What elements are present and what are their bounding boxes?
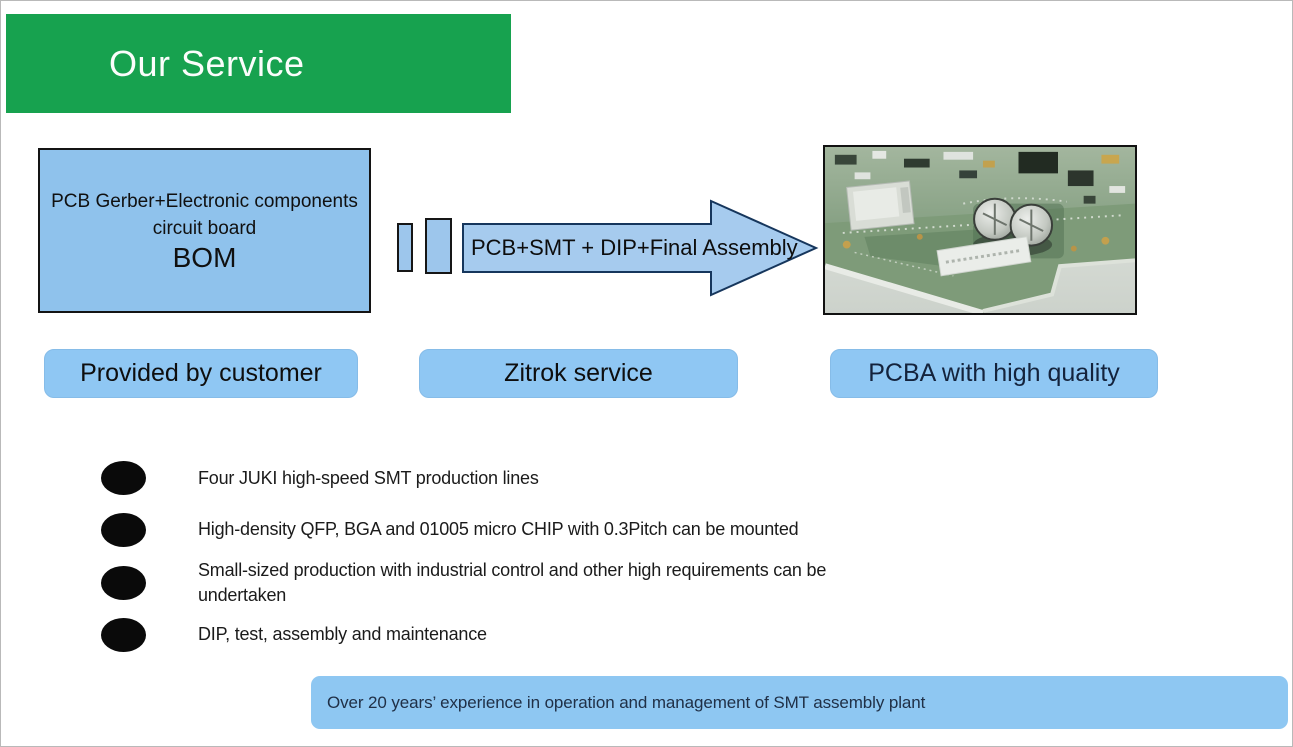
bullet-icon	[101, 512, 146, 547]
footer-banner: Over 20 years’ experience in operation a…	[311, 676, 1288, 729]
bullet-item: Four JUKI high-speed SMT production line…	[101, 461, 539, 495]
arrow-label: PCB+SMT + DIP+Final Assembly	[471, 234, 798, 260]
bullet-item: DIP, test, assembly and maintenance	[101, 617, 487, 652]
customer-input-box: PCB Gerber+Electronic components circuit…	[38, 148, 371, 313]
input-box-line2: circuit board	[152, 217, 257, 239]
bullet-item: Small-sized production with industrial c…	[101, 557, 913, 609]
process-arrow-icon	[462, 199, 819, 297]
footer-text: Over 20 years’ experience in operation a…	[327, 692, 926, 712]
bullet-text: DIP, test, assembly and maintenance	[198, 624, 487, 644]
label-zitrok-service: Zitrok service	[419, 349, 738, 398]
bullet-item: High-density QFP, BGA and 01005 micro CH…	[101, 512, 799, 547]
bullet-icon	[101, 461, 146, 495]
bullet-icon	[101, 566, 146, 600]
pcba-photo	[823, 145, 1137, 315]
bullet-text: Four JUKI high-speed SMT production line…	[198, 467, 539, 488]
title-banner: Our Service	[6, 14, 511, 113]
pill-label: PCBA with high quality	[868, 359, 1120, 387]
label-pcba-high-quality: PCBA with high quality	[830, 349, 1158, 398]
bullet-text: Small-sized production with industrial c…	[198, 560, 827, 605]
pill-label: Zitrok service	[504, 359, 653, 387]
page-title: Our Service	[109, 42, 305, 84]
label-provided-by-customer: Provided by customer	[44, 349, 358, 398]
pill-label: Provided by customer	[80, 359, 322, 387]
input-box-line3: BOM	[172, 241, 237, 273]
connector-rect-large	[425, 218, 452, 274]
bullet-icon	[101, 617, 146, 652]
input-box-line1: PCB Gerber+Electronic components	[51, 190, 358, 212]
bullet-text: High-density QFP, BGA and 01005 micro CH…	[198, 519, 799, 539]
connector-rect-small	[397, 223, 413, 272]
